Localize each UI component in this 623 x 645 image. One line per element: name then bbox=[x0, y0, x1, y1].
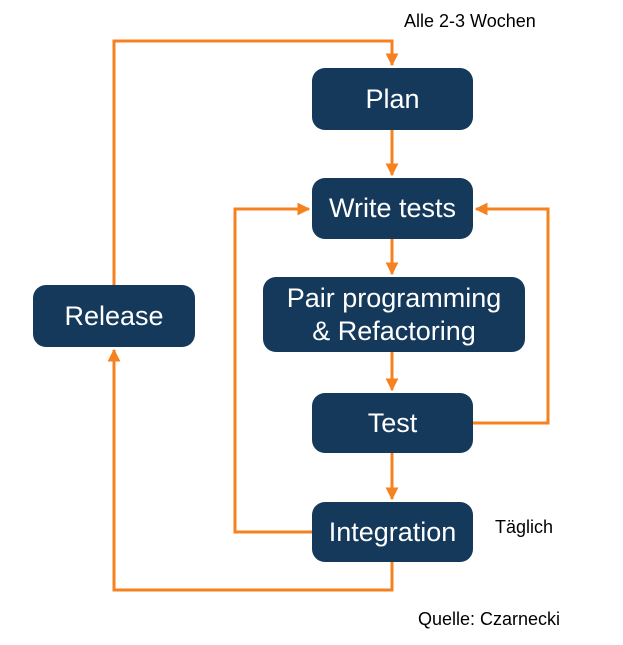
edge-test-to-write-tests-loop bbox=[473, 202, 550, 425]
edge-integration-to-write-tests-loop bbox=[233, 202, 312, 534]
node-write-tests: Write tests bbox=[312, 178, 473, 239]
edge-integration-to-release-loop bbox=[107, 348, 394, 592]
source-annotation: Quelle: Czarnecki bbox=[418, 609, 561, 629]
daily-annotation: Täglich bbox=[495, 517, 554, 537]
node-pair-programming-refactoring: Pair programming & Refactoring bbox=[263, 277, 525, 352]
node-release: Release bbox=[33, 285, 195, 347]
edge-release-to-plan-loop bbox=[112, 39, 399, 285]
node-integration: Integration bbox=[312, 502, 473, 562]
node-plan: Plan bbox=[312, 68, 473, 130]
node-test: Test bbox=[312, 393, 473, 453]
cycle-annotation: Alle 2-3 Wochen bbox=[404, 11, 536, 31]
